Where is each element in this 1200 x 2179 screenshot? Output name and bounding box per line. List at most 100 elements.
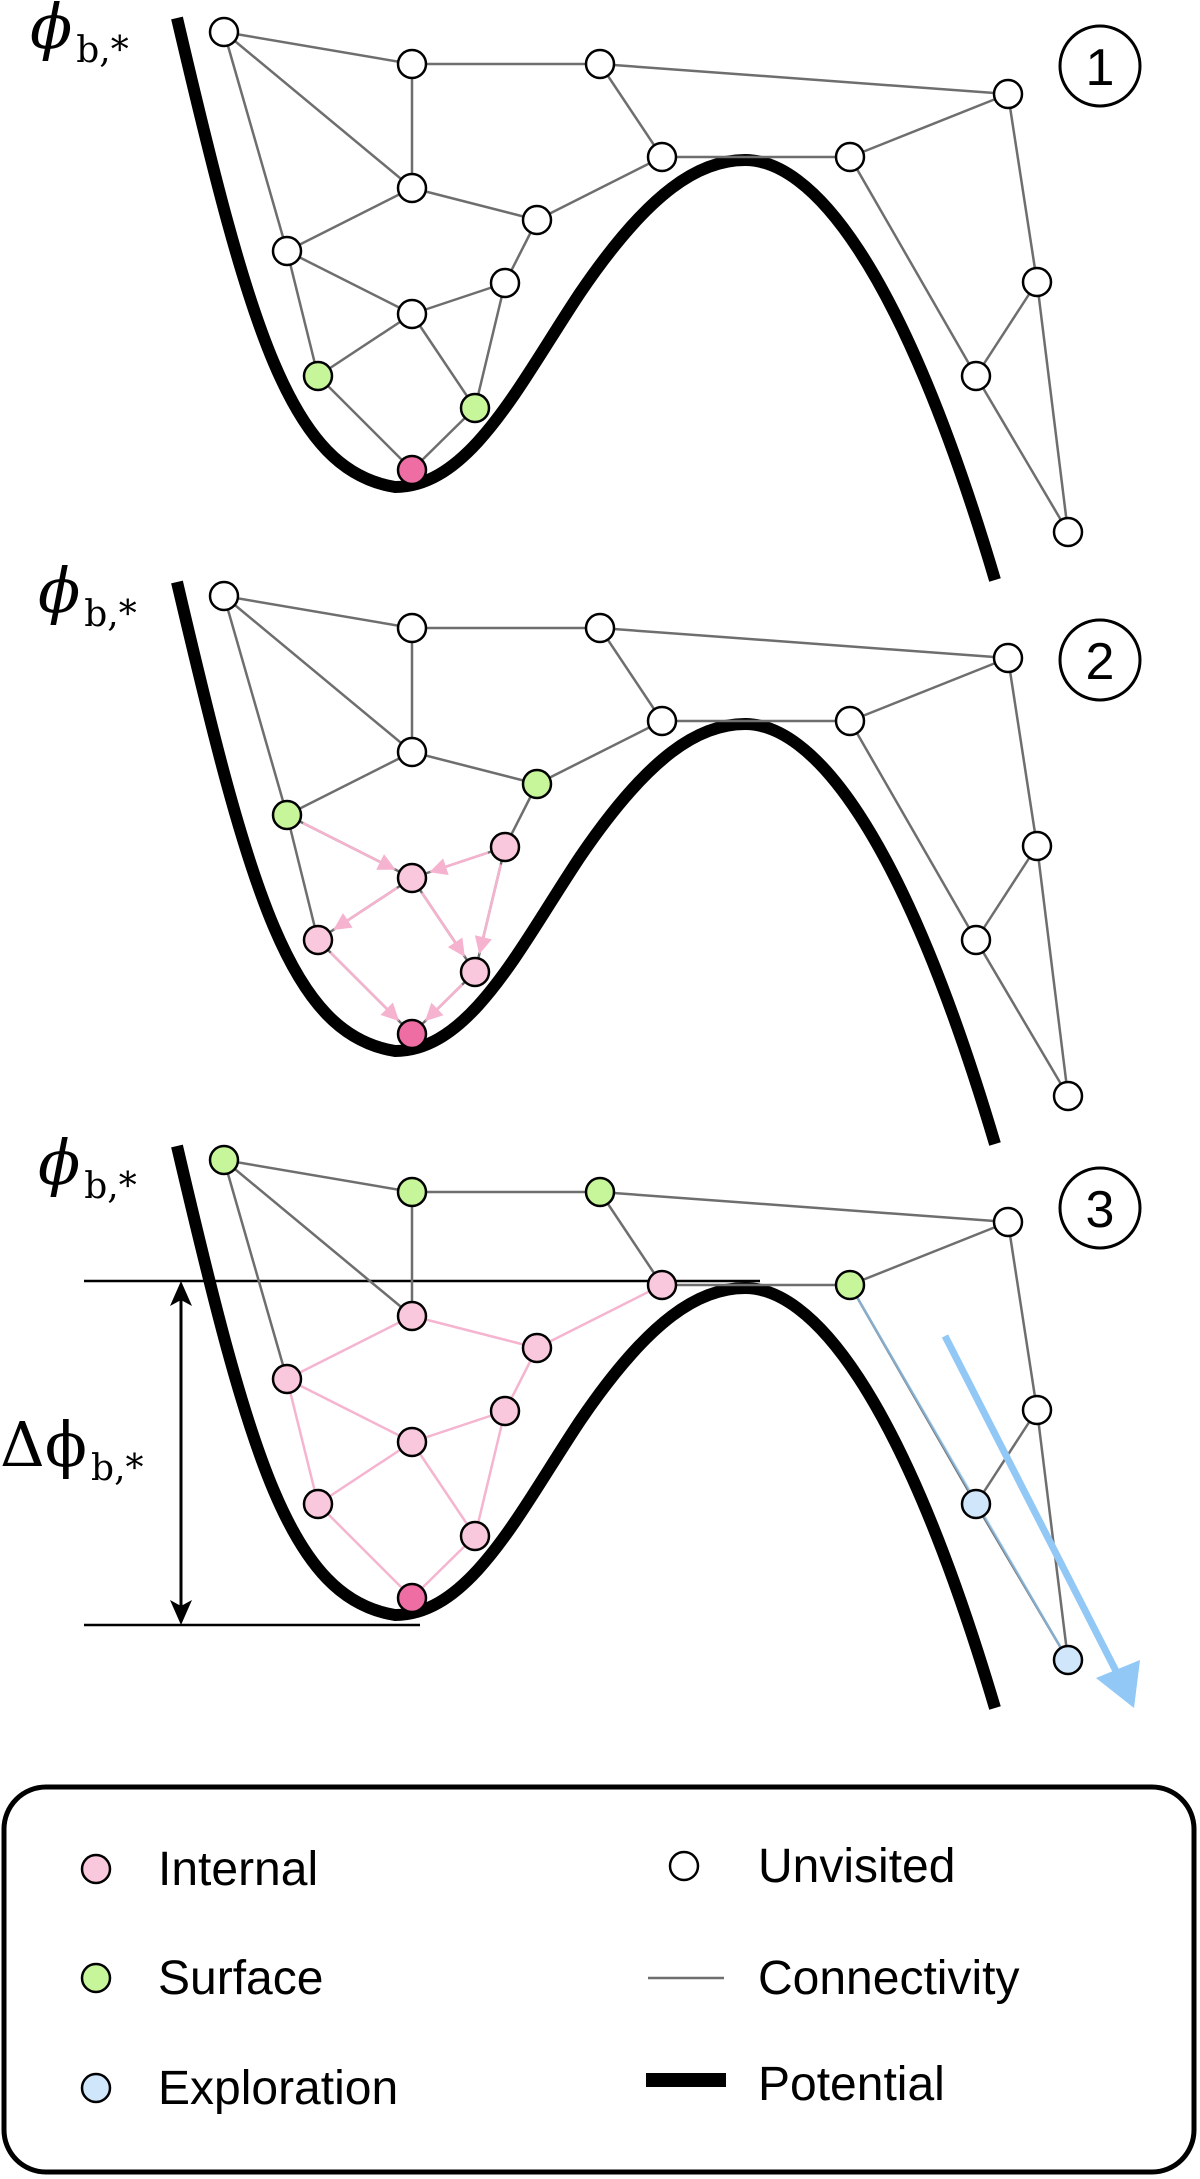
edge-C-D (599, 626, 1009, 660)
edge-A-G (223, 1159, 413, 1317)
edge-I-L (286, 1377, 413, 1444)
edge-C-E (598, 63, 664, 158)
edge-J-M (974, 281, 1039, 377)
graph-nodes-3 (208, 1144, 1084, 1676)
edge-D-J (1006, 1221, 1039, 1411)
edge-F-Q (848, 1284, 1070, 1661)
node-I-unvisited (271, 235, 303, 267)
legend-item-potential: Potential (646, 2058, 945, 2111)
edge-E-H (536, 1283, 663, 1350)
node-M-unvisited (960, 924, 992, 956)
flow-arrow-I-L (302, 821, 396, 871)
edge-G-H (411, 1314, 538, 1350)
edge-C-D (599, 62, 1009, 96)
potential-curve-3 (171, 1144, 1001, 1710)
edge-G-I (286, 750, 413, 817)
node-Q-explore (1052, 1644, 1084, 1676)
node-P-min (396, 1582, 428, 1614)
node-J-unvisited (1021, 830, 1053, 862)
node-N-internal (302, 924, 334, 956)
panel-number-badge-2: 2 (1058, 618, 1142, 702)
legend-label-surface: Surface (158, 1952, 323, 2005)
node-Q-unvisited (1052, 516, 1084, 548)
connectivity-edges-1 (222, 30, 1070, 533)
edge-A-I (222, 1159, 289, 1380)
node-C-unvisited (584, 612, 616, 644)
node-C-surface (584, 1176, 616, 1208)
node-I-internal (271, 1363, 303, 1395)
node-P-min (396, 454, 428, 486)
node-M-unvisited (960, 360, 992, 392)
node-A-surface (208, 1144, 240, 1176)
panel-number-badge-1: 1 (1058, 24, 1142, 108)
edge-A-I (222, 595, 289, 816)
edge-D-F (849, 92, 1009, 159)
internal-marker-icon (80, 1853, 112, 1885)
node-L-internal (396, 862, 428, 894)
edge-N-P (317, 375, 413, 471)
edge-A-B (223, 1158, 413, 1194)
legend-label-potential: Potential (758, 2058, 945, 2111)
edge-A-B (223, 594, 413, 630)
node-P-min (396, 1018, 428, 1050)
node-K-unvisited (489, 267, 521, 299)
legend-label-unvisited: Unvisited (758, 1840, 955, 1893)
edge-I-N (285, 250, 320, 377)
edge-I-N (285, 1378, 320, 1505)
node-O-surface (459, 392, 491, 424)
barrier-height-arrow (170, 1281, 192, 1625)
legend-label-connectivity: Connectivity (758, 1952, 1019, 2005)
graph-nodes-1 (208, 16, 1084, 548)
unvisited-marker-icon (668, 1850, 700, 1882)
edge-J-Q (1035, 845, 1070, 1097)
edge-L-N (317, 312, 413, 378)
potential-curve-2 (171, 580, 1001, 1146)
edge-C-E (598, 1191, 664, 1286)
edge-J-Q (1035, 281, 1070, 533)
surface-marker-icon (80, 1962, 112, 1994)
edge-A-I (222, 31, 289, 252)
node-O-internal (459, 1520, 491, 1552)
connectivity-edges-3 (222, 1158, 1070, 1661)
node-F-surface (834, 1269, 866, 1301)
flow-arrow-O-P (425, 983, 464, 1022)
edge-M-Q (974, 375, 1070, 533)
node-G-internal (396, 1300, 428, 1332)
node-G-unvisited (396, 736, 428, 768)
edge-G-H (411, 750, 538, 786)
node-L-unvisited (396, 298, 428, 330)
edge-D-J (1006, 93, 1039, 283)
node-E-internal (646, 1269, 678, 1301)
node-D-unvisited (992, 78, 1024, 110)
legend-item-internal: Internal (80, 1843, 318, 1896)
node-B-unvisited (396, 48, 428, 80)
node-B-unvisited (396, 612, 428, 644)
edge-C-D (599, 1190, 1009, 1224)
node-E-unvisited (646, 141, 678, 173)
edge-K-L (411, 1409, 506, 1444)
flow-arrow-K-L (429, 851, 489, 875)
node-M-explore (960, 1488, 992, 1520)
edge-G-H (411, 186, 538, 222)
panel-number-3: 3 (1086, 1181, 1115, 1239)
flow-arrow-K-O (474, 864, 503, 955)
edge-G-I (286, 1314, 413, 1381)
potential-curve-1 (171, 16, 1001, 582)
node-G-unvisited (396, 172, 428, 204)
node-E-unvisited (646, 705, 678, 737)
node-F-unvisited (834, 705, 866, 737)
edge-I-N (285, 814, 320, 941)
node-N-internal (302, 1488, 334, 1520)
graph-nodes-2 (208, 580, 1084, 1112)
legend-item-connectivity: Connectivity (648, 1952, 1019, 2005)
exploration-marker-icon (80, 2072, 112, 2104)
edge-E-H (536, 155, 663, 222)
node-J-unvisited (1021, 266, 1053, 298)
legend-item-exploration: Exploration (80, 2062, 398, 2115)
